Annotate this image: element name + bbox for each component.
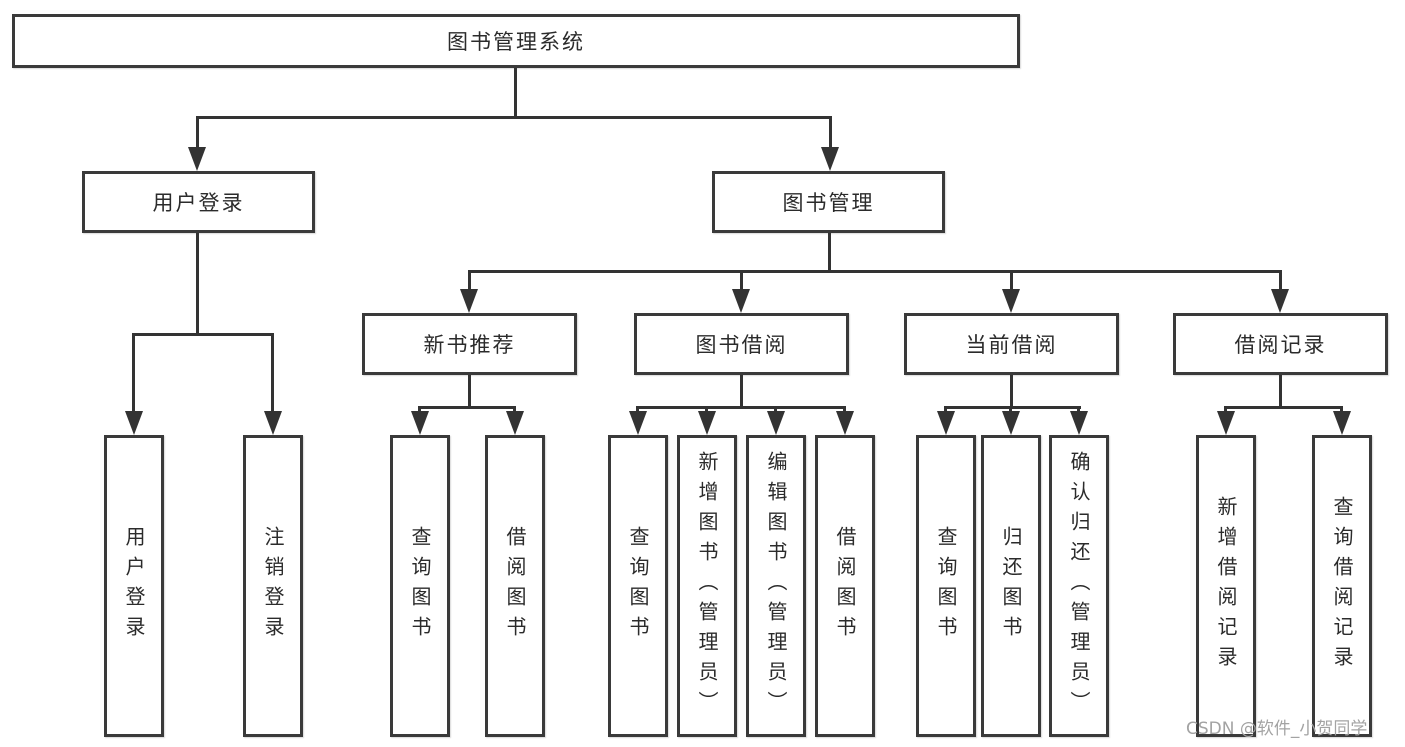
arrowhead-cb-return [1002, 411, 1020, 435]
leaf-cb-query-books-label: 查询图书 [934, 526, 958, 646]
node-book-mgmt: 图书管理 [712, 171, 945, 233]
leaf-user-login: 用户登录 [104, 435, 164, 737]
connector-book-mgmt-hbar [468, 270, 1282, 273]
node-root: 图书管理系统 [12, 14, 1020, 68]
leaf-br-add-record-label: 新增借阅记录 [1214, 496, 1238, 676]
connector-bb-query-drop [636, 406, 639, 415]
leaf-bb-query-books: 查询图书 [608, 435, 668, 737]
connector-nb-query-drop [418, 406, 421, 415]
connector-cb-query-drop [944, 406, 947, 415]
leaf-br-add-record: 新增借阅记录 [1196, 435, 1256, 737]
connector-book-mgmt-drop [829, 116, 832, 150]
arrowhead-br-add [1217, 411, 1235, 435]
leaf-bb-add-books: 新增图书（管理员） [677, 435, 737, 737]
connector-br-add-drop [1224, 406, 1227, 415]
leaf-bb-borrow-books-label: 借阅图书 [833, 526, 857, 646]
node-user-login-label: 用户登录 [152, 191, 245, 215]
node-borrow-records-label: 借阅记录 [1234, 333, 1327, 357]
connector-root-stem [514, 68, 517, 118]
connector-book-borrow-drop [740, 270, 743, 292]
leaf-logout-label: 注销登录 [261, 526, 285, 646]
connector-book-borrow-stem [740, 375, 743, 409]
leaf-logout: 注销登录 [243, 435, 303, 737]
connector-current-borrow-stem [1010, 375, 1013, 409]
node-current-borrow: 当前借阅 [904, 313, 1119, 375]
connector-nb-borrow-drop [513, 406, 516, 415]
connector-user-login-hbar [132, 333, 274, 336]
leaf-bb-borrow-books: 借阅图书 [815, 435, 875, 737]
leaf-cb-confirm-return-label: 确认归还（管理员） [1067, 451, 1091, 721]
arrowhead-cb-query [937, 411, 955, 435]
connector-bb-edit-drop [774, 406, 777, 415]
leaf-user-login-label: 用户登录 [122, 526, 146, 646]
connector-user-login-stem [196, 233, 199, 336]
csdn-watermark: CSDN @软件_小贺同学 [1186, 719, 1368, 739]
arrowhead-bb-edit [767, 411, 785, 435]
node-current-borrow-label: 当前借阅 [965, 333, 1058, 357]
connector-login-drop [132, 333, 135, 413]
connector-bb-borrow-drop [843, 406, 846, 415]
arrowhead-book-mgmt [821, 147, 839, 171]
node-new-books: 新书推荐 [362, 313, 577, 375]
connector-logout-drop [271, 333, 274, 413]
arrowhead-book-borrow [732, 289, 750, 313]
leaf-nb-query-books: 查询图书 [390, 435, 450, 737]
node-new-books-label: 新书推荐 [423, 333, 516, 357]
leaf-bb-edit-books: 编辑图书（管理员） [746, 435, 806, 737]
arrowhead-bb-borrow [836, 411, 854, 435]
leaf-nb-borrow-books-label: 借阅图书 [503, 526, 527, 646]
connector-user-login-drop [196, 116, 199, 150]
leaf-br-query-record-label: 查询借阅记录 [1330, 496, 1354, 676]
node-book-mgmt-label: 图书管理 [782, 191, 875, 215]
leaf-cb-confirm-return: 确认归还（管理员） [1049, 435, 1109, 737]
leaf-bb-add-books-label: 新增图书（管理员） [695, 451, 719, 721]
connector-new-books-stem [468, 375, 471, 409]
connector-cb-return-drop [1009, 406, 1012, 415]
arrowhead-nb-borrow [506, 411, 524, 435]
connector-current-borrow-drop [1010, 270, 1013, 292]
leaf-bb-query-books-label: 查询图书 [626, 526, 650, 646]
connector-br-query-drop [1340, 406, 1343, 415]
arrowhead-user-login [188, 147, 206, 171]
connector-root-hbar [196, 116, 832, 119]
leaf-cb-return-books: 归还图书 [981, 435, 1041, 737]
arrowhead-current-borrow [1002, 289, 1020, 313]
node-book-borrow: 图书借阅 [634, 313, 849, 375]
leaf-cb-return-books-label: 归还图书 [999, 526, 1023, 646]
connector-new-books-hbar [418, 406, 516, 409]
arrowhead-bb-add [698, 411, 716, 435]
connector-current-borrow-hbar [944, 406, 1081, 409]
connector-borrow-records-drop [1279, 270, 1282, 292]
arrowhead-new-books [460, 289, 478, 313]
arrowhead-cb-confirm [1070, 411, 1088, 435]
leaf-nb-borrow-books: 借阅图书 [485, 435, 545, 737]
arrowhead-bb-query [629, 411, 647, 435]
arrowhead-br-query [1333, 411, 1351, 435]
arrowhead-logout [264, 411, 282, 435]
connector-borrow-records-hbar [1224, 406, 1343, 409]
node-book-borrow-label: 图书借阅 [695, 333, 788, 357]
connector-book-mgmt-stem [828, 233, 831, 273]
connector-new-books-drop [468, 270, 471, 292]
arrowhead-borrow-records [1271, 289, 1289, 313]
connector-book-borrow-hbar [636, 406, 846, 409]
node-root-label: 图书管理系统 [447, 30, 585, 54]
leaf-nb-query-books-label: 查询图书 [408, 526, 432, 646]
node-user-login: 用户登录 [82, 171, 315, 233]
leaf-cb-query-books: 查询图书 [916, 435, 976, 737]
leaf-br-query-record: 查询借阅记录 [1312, 435, 1372, 737]
leaf-bb-edit-books-label: 编辑图书（管理员） [764, 451, 788, 721]
arrowhead-nb-query [411, 411, 429, 435]
connector-bb-add-drop [705, 406, 708, 415]
connector-borrow-records-stem [1279, 375, 1282, 409]
connector-cb-confirm-drop [1077, 406, 1080, 415]
arrowhead-login [125, 411, 143, 435]
node-borrow-records: 借阅记录 [1173, 313, 1388, 375]
